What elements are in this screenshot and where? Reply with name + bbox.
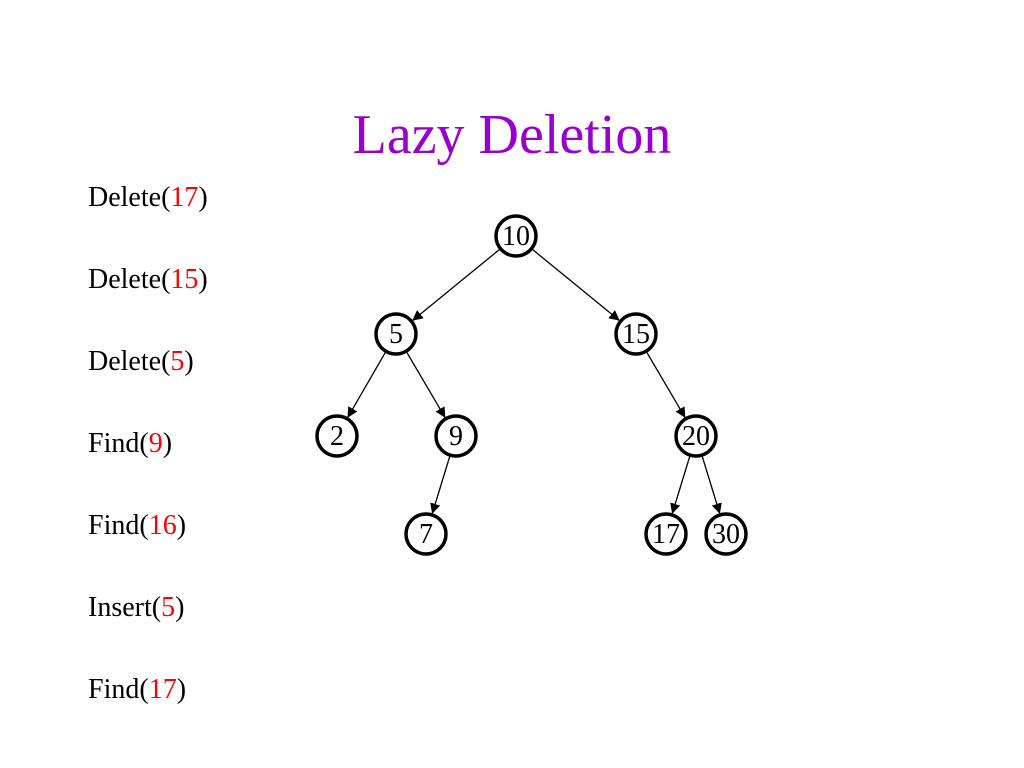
operation-argument: 5 [170, 346, 185, 377]
operation-name: Find [88, 674, 140, 705]
tree-node-label: 5 [389, 319, 403, 350]
tree-node: 10 [494, 214, 538, 258]
tree-node-label: 10 [502, 221, 530, 252]
tree-node-label: 2 [330, 421, 344, 452]
operation-name: Delete [88, 346, 162, 377]
tree-node-label: 15 [622, 319, 650, 350]
operation-argument: 17 [148, 674, 177, 705]
operation-name: Delete [88, 182, 162, 213]
tree-edge [670, 454, 691, 515]
operation-item: Find(9) [88, 428, 173, 459]
operation-item: Delete(15) [88, 264, 208, 295]
operation-item: Find(17) [88, 674, 187, 705]
tree-edge [405, 350, 446, 419]
tree-node: 5 [374, 312, 418, 356]
operation-name: Insert [88, 592, 152, 623]
tree-node-circle [315, 414, 359, 458]
tree-node-circle [374, 312, 418, 356]
tree-node-circle [614, 312, 658, 356]
operation-name: Find [88, 510, 140, 541]
tree-node: 9 [434, 414, 478, 458]
operation-argument: 9 [148, 428, 163, 459]
tree-node: 30 [704, 512, 748, 556]
operation-name: Delete [88, 264, 162, 295]
tree-edge [430, 454, 451, 515]
operation-argument: 17 [170, 182, 199, 213]
tree-edge [645, 350, 686, 419]
operation-list: Delete(17) Delete(15) Delete(5) Find(9) … [88, 176, 208, 750]
tree-node-label: 20 [682, 421, 710, 452]
tree-node-circle [404, 512, 448, 556]
tree-node: 7 [404, 512, 448, 556]
tree-edge [346, 350, 387, 419]
operation-argument: 5 [161, 592, 176, 623]
tree-edge [531, 248, 621, 322]
tree-node-circle [434, 414, 478, 458]
tree-edge [411, 248, 501, 322]
slide-title: Lazy Deletion [352, 104, 672, 166]
operation-item: Delete(5) [88, 346, 194, 377]
operation-item: Insert(5) [88, 592, 185, 623]
tree-node-circle [674, 414, 718, 458]
operation-name: Find [88, 428, 140, 459]
operation-item: Find(16) [88, 510, 187, 541]
operation-argument: 16 [148, 510, 177, 541]
tree-node-label: 9 [449, 421, 463, 452]
tree-node-label: 30 [712, 519, 740, 550]
operation-item: Delete(17) [88, 182, 208, 213]
tree-edge [701, 454, 722, 515]
tree-node: 15 [614, 312, 658, 356]
tree-node-label: 17 [652, 519, 680, 550]
tree-node-circle [494, 214, 538, 258]
operation-argument: 15 [170, 264, 199, 295]
tree-node: 2 [315, 414, 359, 458]
tree-node: 20 [674, 414, 718, 458]
tree-node: 17 [644, 512, 688, 556]
tree-node-label: 7 [419, 519, 433, 550]
tree-node-circle [644, 512, 688, 556]
tree-node-circle [704, 512, 748, 556]
